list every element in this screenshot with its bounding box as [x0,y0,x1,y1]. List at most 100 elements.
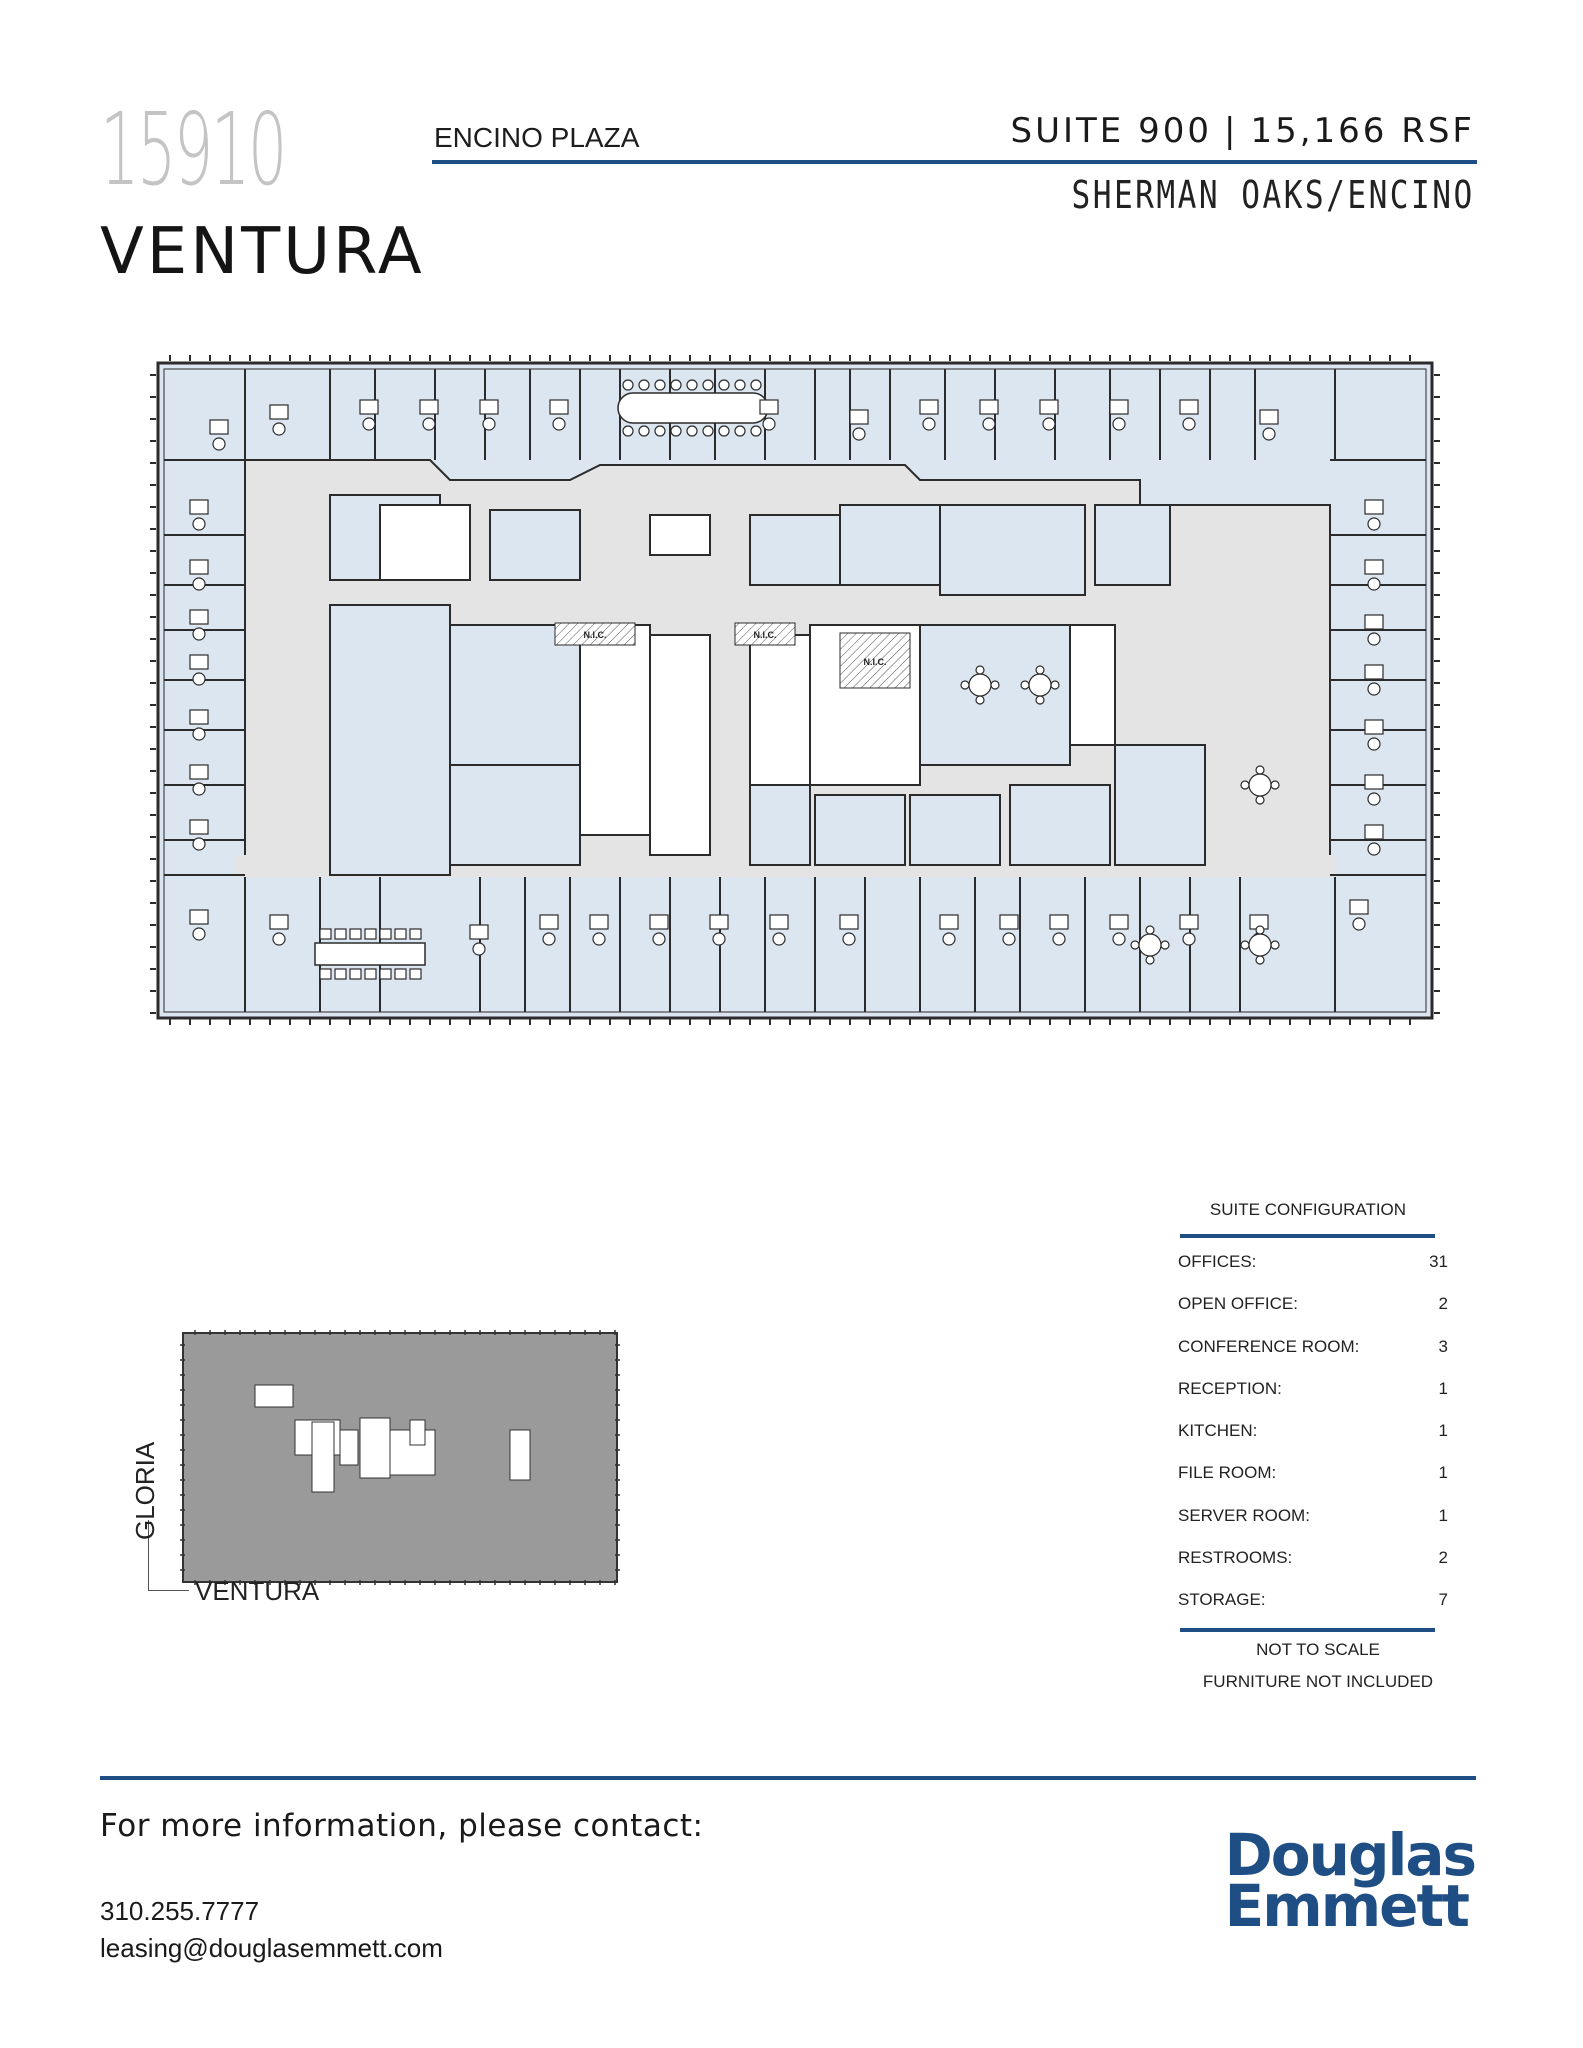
chair [1052,932,1066,946]
key-plan-core [254,1384,531,1493]
interior-room [449,764,581,866]
conference-table-south [314,942,426,966]
desk [209,419,229,435]
chair [472,942,486,956]
chair [192,577,206,591]
chair [734,379,746,391]
desk [849,409,869,425]
douglas-emmett-logo: Douglas Emmett [1224,1821,1477,1935]
desk [539,914,559,930]
note-not-to-scale: NOT TO SCALE [1256,1640,1380,1659]
chair [1367,792,1381,806]
chair [686,425,698,437]
chair [1035,695,1045,705]
contact-phone[interactable]: 310.255.7777 [100,1896,260,1926]
chair [1255,955,1265,965]
chair [1050,680,1060,690]
round-table [1028,673,1052,697]
desk [769,914,789,930]
chair [942,932,956,946]
chair [192,927,206,941]
contact-email[interactable]: leasing@douglasemmett.com [100,1933,443,1963]
config-value: 31 [1429,1252,1448,1271]
chair [762,417,776,431]
chair [1145,925,1155,935]
chair [982,417,996,431]
chair [772,932,786,946]
chair [975,665,985,675]
chair [1020,680,1030,690]
config-row: CONFERENCE ROOM:3 [1178,1337,1448,1379]
address-street: VENTURA [100,215,425,289]
chair [1182,932,1196,946]
desk [1364,499,1384,515]
config-value: 1 [1438,1505,1448,1525]
config-rule-top [1180,1234,1435,1238]
logo-line-1: Douglas [1224,1821,1477,1889]
config-row: KITCHEN:1 [1178,1421,1448,1463]
chair [319,968,332,980]
interior-room [1009,784,1111,866]
chair [409,928,422,940]
config-row: RECEPTION: 1 [1178,1379,1448,1421]
nic-label: N.I.C. [863,657,886,667]
config-value: 1 [1438,1378,1448,1398]
desk [1179,914,1199,930]
chair [652,932,666,946]
header-rule [432,160,1477,164]
desk [1259,409,1279,425]
desk [709,914,729,930]
chair [1240,780,1250,790]
chair [542,932,556,946]
config-row: SERVER ROOM:1 [1178,1506,1448,1548]
open-office [919,624,1071,766]
interior-room [329,604,451,876]
chair [192,837,206,851]
config-label: STORAGE: [1178,1590,1266,1610]
chair [718,425,730,437]
chair [364,968,377,980]
street-leader [148,1520,189,1591]
desk [419,399,439,415]
key-plan [180,1330,620,1585]
chair [622,379,634,391]
suite-line: SUITE 900|15,166 RSF [1011,114,1475,148]
chair [1367,682,1381,696]
config-label: RECEPTION: [1178,1378,1282,1398]
desk [359,399,379,415]
chair [349,928,362,940]
chair [654,379,666,391]
chair [379,968,392,980]
floor-plan: N.I.C. N.I.C. N.I.C. [150,355,1440,1025]
elevator-bank [579,624,651,836]
chair [1160,940,1170,950]
chair [1270,780,1280,790]
nic-label: N.I.C. [753,630,776,640]
chair [394,928,407,940]
chair [192,517,206,531]
config-rule-bottom [1180,1628,1435,1632]
config-label: CONFERENCE ROOM: [1178,1336,1360,1356]
chair [334,928,347,940]
chair [362,417,376,431]
chair [686,379,698,391]
config-value: 7 [1438,1590,1448,1610]
desk [189,499,209,515]
building-name: ENCINO PLAZA [434,122,640,153]
nic-labels: N.I.C. N.I.C. N.I.C. [554,622,911,689]
suite-separator: | [1223,111,1239,151]
chair [394,968,407,980]
chair [1262,427,1276,441]
chair [990,680,1000,690]
desk [759,399,779,415]
chair [750,425,762,437]
desk [189,709,209,725]
chair [622,425,634,437]
chair [1367,737,1381,751]
chair [670,379,682,391]
chair [1145,955,1155,965]
chair [712,932,726,946]
furniture [189,379,1384,980]
key-plan-ticks [180,1330,620,1585]
